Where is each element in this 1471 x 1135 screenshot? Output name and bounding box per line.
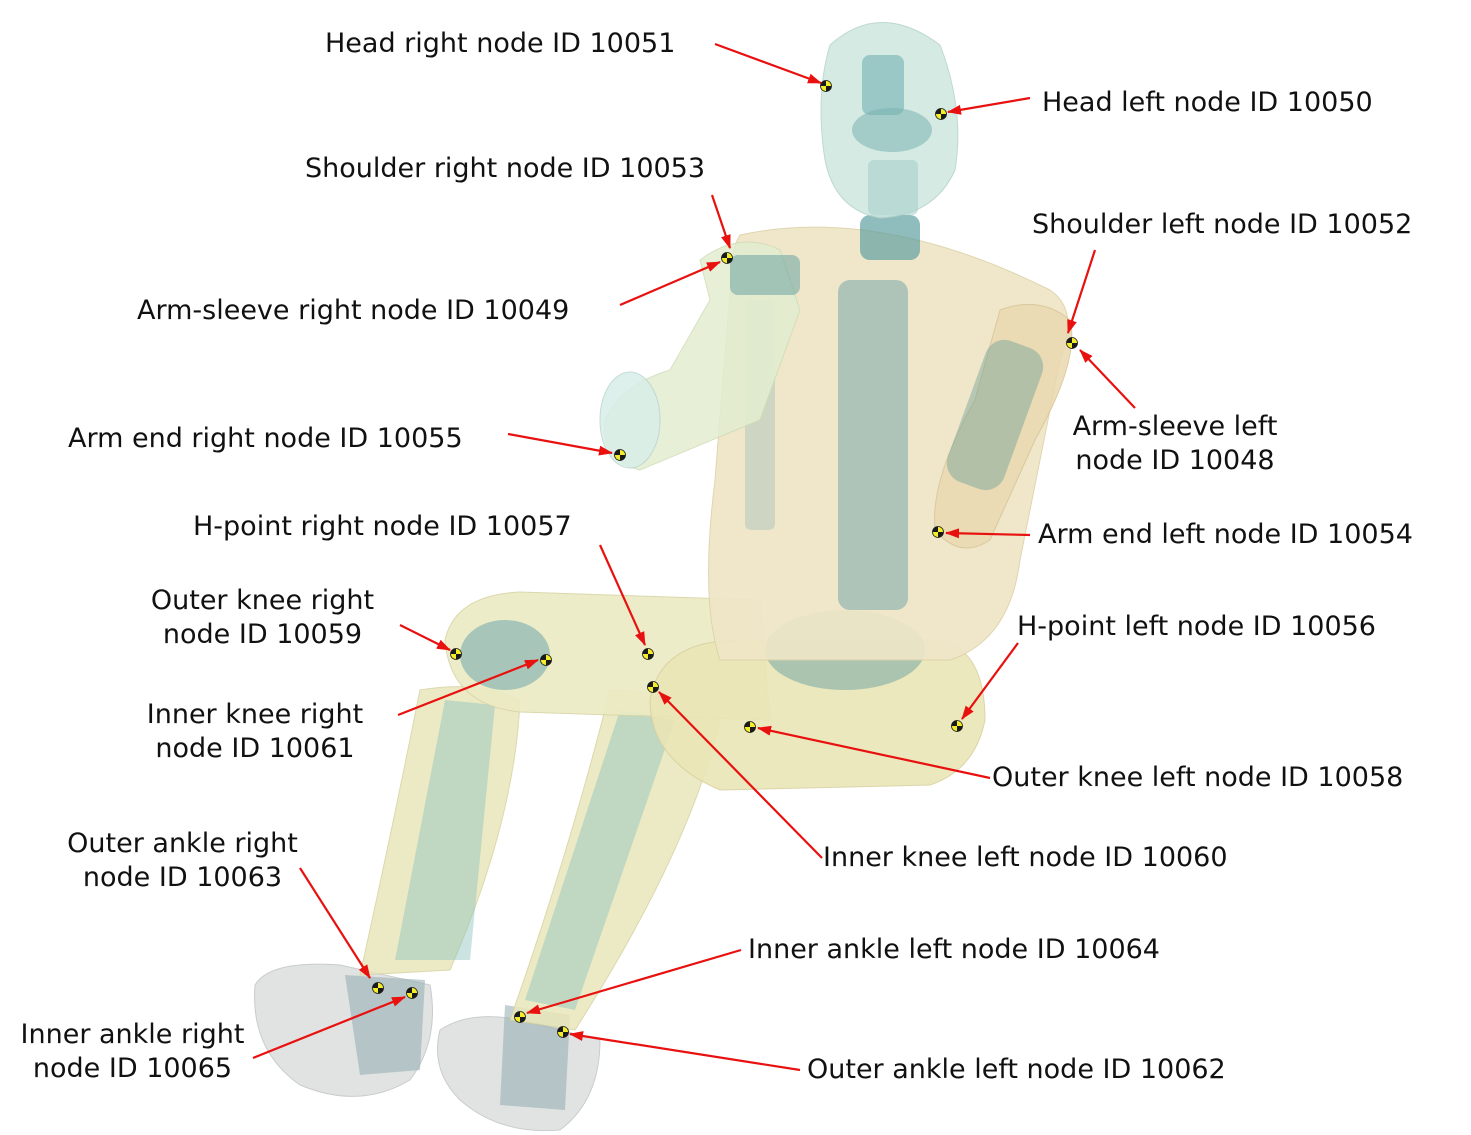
label-head-left: Head left node ID 10050 (1042, 86, 1373, 120)
label-outerknee-right: Outer knee right node ID 10059 (130, 584, 395, 652)
label-innerknee-left: Inner knee left node ID 10060 (823, 841, 1228, 875)
label-head-right: Head right node ID 10051 (325, 27, 675, 61)
label-hpoint-right: H-point right node ID 10057 (193, 510, 572, 544)
label-innerknee-right: Inner knee right node ID 10061 (125, 698, 385, 766)
label-armend-left: Arm end left node ID 10054 (1038, 518, 1413, 552)
label-hpoint-left: H-point left node ID 10056 (1017, 610, 1376, 644)
label-line-1: Inner knee right (125, 698, 385, 732)
label-line-1: Outer knee right (130, 584, 395, 618)
label-shoulder-left: Shoulder left node ID 10052 (1032, 208, 1412, 242)
label-line-2: node ID 10059 (130, 618, 395, 652)
label-line-1: Outer ankle right (45, 827, 320, 861)
label-armend-right: Arm end right node ID 10055 (68, 422, 463, 456)
label-armsleeve-left: Arm-sleeve left node ID 10048 (1060, 410, 1290, 478)
label-line-2: node ID 10065 (0, 1052, 265, 1086)
label-outerankle-right: Outer ankle right node ID 10063 (45, 827, 320, 895)
label-line-2: node ID 10061 (125, 732, 385, 766)
label-innerankle-left: Inner ankle left node ID 10064 (748, 933, 1160, 967)
label-line-2: node ID 10048 (1060, 444, 1290, 478)
label-outerankle-left: Outer ankle left node ID 10062 (807, 1053, 1226, 1087)
label-shoulder-right: Shoulder right node ID 10053 (305, 152, 705, 186)
label-line-1: Arm-sleeve left (1060, 410, 1290, 444)
label-armsleeve-right: Arm-sleeve right node ID 10049 (137, 294, 569, 328)
label-line-2: node ID 10063 (45, 861, 320, 895)
label-line-1: Inner ankle right (0, 1018, 265, 1052)
label-innerankle-right: Inner ankle right node ID 10065 (0, 1018, 265, 1086)
label-outerknee-left: Outer knee left node ID 10058 (992, 761, 1403, 795)
